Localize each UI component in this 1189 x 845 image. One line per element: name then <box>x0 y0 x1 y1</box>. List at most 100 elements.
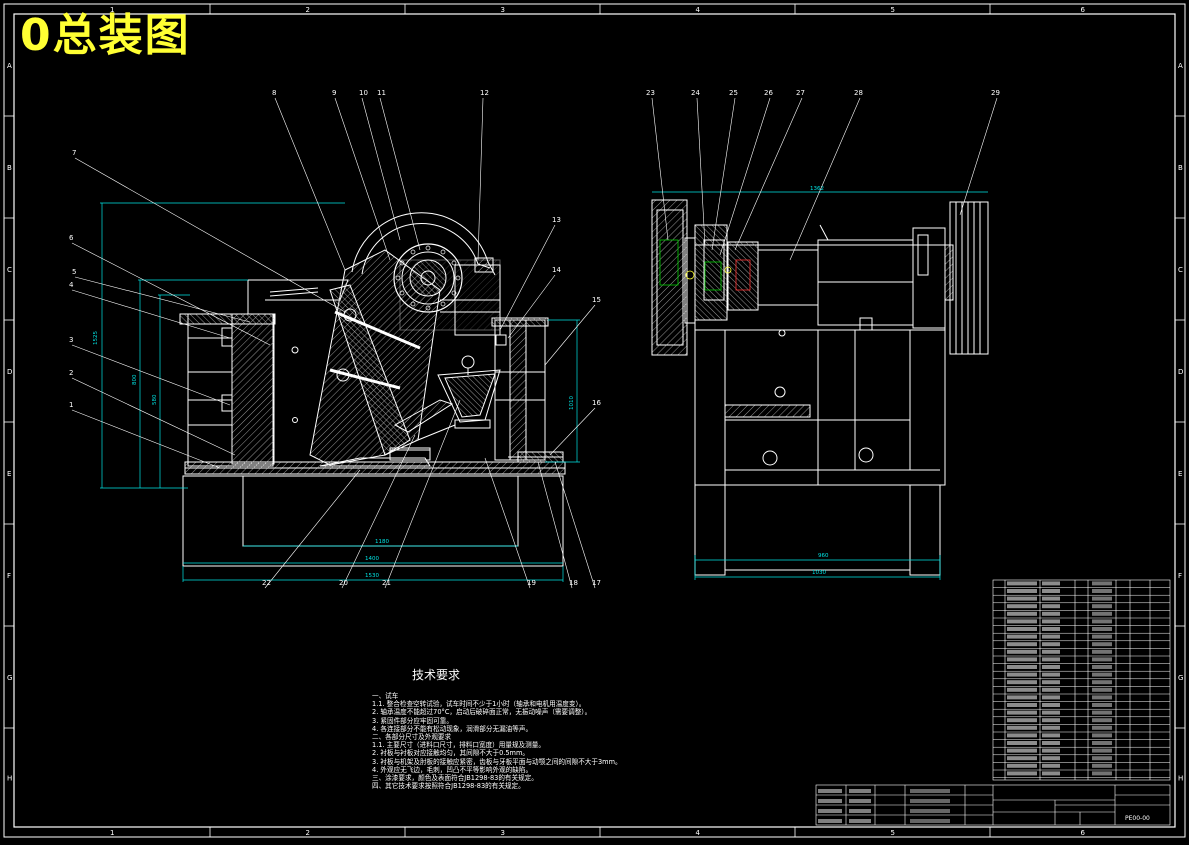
callout-13: 13 <box>552 216 561 224</box>
callout-8: 8 <box>272 89 276 97</box>
svg-text:800: 800 <box>132 374 138 385</box>
dim-side-width-1: 1180 <box>375 539 389 545</box>
zone-row-label: A <box>1178 62 1183 70</box>
side-view <box>179 212 566 567</box>
zone-row-label: A <box>7 62 12 70</box>
zone-row-label: G <box>7 674 12 682</box>
callout-26: 26 <box>764 89 773 97</box>
zone-column-label: 2 <box>306 6 310 14</box>
front-view-dimensions <box>652 191 988 580</box>
zone-column-label: 4 <box>696 829 701 837</box>
drawing-number: PE00-00 <box>1125 815 1150 822</box>
dim-front-width-2: 1030 <box>812 570 826 576</box>
zone-row-label: D <box>1178 368 1183 376</box>
zone-column-label: 3 <box>501 6 505 14</box>
callout-10: 10 <box>359 89 368 97</box>
callout-29: 29 <box>991 89 1000 97</box>
callout-27: 27 <box>796 89 805 97</box>
zone-row-label: E <box>7 470 11 478</box>
callout-7: 7 <box>72 149 76 157</box>
zone-column-label: 2 <box>306 829 310 837</box>
border-frame <box>3 3 1186 838</box>
parts-list <box>992 579 1171 781</box>
callout-21: 21 <box>382 579 391 587</box>
callout-22: 22 <box>262 579 271 587</box>
zone-column-label: 1 <box>110 829 114 837</box>
parts-list-rows <box>993 581 1170 778</box>
zone-column-label: 4 <box>696 6 701 14</box>
side-view-dim-labels: 1525 800 580 1010 1180 1400 1530 <box>93 331 575 579</box>
dim-front-width-top: 1362 <box>810 186 824 192</box>
zone-row-label: C <box>1178 266 1183 274</box>
callout-20: 20 <box>339 579 348 587</box>
requirement-line: 四、其它技术要求按照符合JB1298-83的有关规定。 <box>372 782 525 791</box>
front-view <box>651 199 989 576</box>
requirement-line: 4. 各连接部分不能有松动现象，润滑部分无漏油等声。 <box>372 724 533 733</box>
callout-16: 16 <box>592 399 601 407</box>
zone-column-label: 3 <box>501 829 505 837</box>
zone-row-label: B <box>1178 164 1183 172</box>
requirement-line: 3. 紧固件部分应牢固可靠。 <box>372 716 453 725</box>
zone-column-label: 5 <box>891 829 895 837</box>
zone-column-label: 6 <box>1081 6 1086 14</box>
callout-24: 24 <box>691 89 700 97</box>
zone-row-label: G <box>1178 674 1183 682</box>
svg-text:1010: 1010 <box>569 396 575 410</box>
zone-row-label: D <box>7 368 12 376</box>
callout-23: 23 <box>646 89 655 97</box>
callout-19: 19 <box>527 579 536 587</box>
title-block-cells <box>818 789 950 823</box>
front-view-callouts: 23 24 25 26 27 28 29 <box>646 89 1000 97</box>
callout-5: 5 <box>72 268 76 276</box>
technical-requirements-title: 技术要求 <box>412 668 461 682</box>
callout-6: 6 <box>69 234 74 242</box>
front-view-leaders <box>651 97 998 261</box>
zone-row-label: F <box>7 572 11 580</box>
zone-row-label: F <box>1178 572 1182 580</box>
requirement-line: 4. 外观应无飞边，毛刺，凹凸不平等影响外观的缺陷。 <box>372 765 533 774</box>
callout-4: 4 <box>69 281 74 289</box>
requirement-line: 二、各部分尺寸及外观要求 <box>372 733 452 742</box>
requirement-line: 一、试车 <box>372 692 399 700</box>
callout-25: 25 <box>729 89 738 97</box>
zone-row-label: E <box>1178 470 1182 478</box>
requirement-line: 2. 衬板与衬板对应接触均匀，其间隙不大于0.5mm。 <box>372 749 529 758</box>
requirement-line: 三、涂漆要求，颜色及表面符合JB1298-83的有关规定。 <box>372 774 538 783</box>
callout-2: 2 <box>69 369 73 377</box>
svg-text:580: 580 <box>152 394 158 405</box>
dim-front-width-1: 960 <box>818 553 829 559</box>
callout-11: 11 <box>377 89 386 97</box>
drawing-title: 0总装图 <box>20 10 191 61</box>
callout-28: 28 <box>854 89 863 97</box>
callout-12: 12 <box>480 89 489 97</box>
zone-row-label: C <box>7 266 12 274</box>
front-view-dim-labels: 1362 960 1030 <box>810 186 829 576</box>
zone-column-label: 1 <box>110 6 114 14</box>
zone-ticks <box>4 4 1185 837</box>
side-view-dimensions <box>100 202 580 582</box>
dim-side-width-3: 1530 <box>365 573 379 579</box>
requirement-line: 2. 轴承温度不能超过70°C，启动后破碎面正常，无振动噪声（需要调整）。 <box>372 708 592 717</box>
callout-1: 1 <box>69 401 73 409</box>
callout-14: 14 <box>552 266 561 274</box>
title-block <box>815 784 1171 826</box>
side-view-leaders <box>71 97 596 589</box>
callout-9: 9 <box>332 89 336 97</box>
zone-row-label: B <box>7 164 12 172</box>
callout-15: 15 <box>592 296 601 304</box>
zone-row-label: H <box>1178 775 1183 783</box>
callout-3: 3 <box>69 336 73 344</box>
requirement-line: 3. 衬板与机架及肘板的接触应紧密，齿板与牙板平面与动颚之间的间隙不大于3mm。 <box>372 757 622 766</box>
zone-column-label: 6 <box>1081 829 1086 837</box>
requirement-line: 1.1. 整合检查空转试验，试车时间不少于1小时（轴承和电机用温度变）。 <box>372 700 586 709</box>
front-view-colored-details <box>659 239 751 291</box>
callout-17: 17 <box>592 579 601 587</box>
callout-18: 18 <box>569 579 578 587</box>
zone-row-label: H <box>7 775 12 783</box>
dim-side-width-2: 1400 <box>365 556 379 562</box>
zone-column-label: 5 <box>891 6 895 14</box>
